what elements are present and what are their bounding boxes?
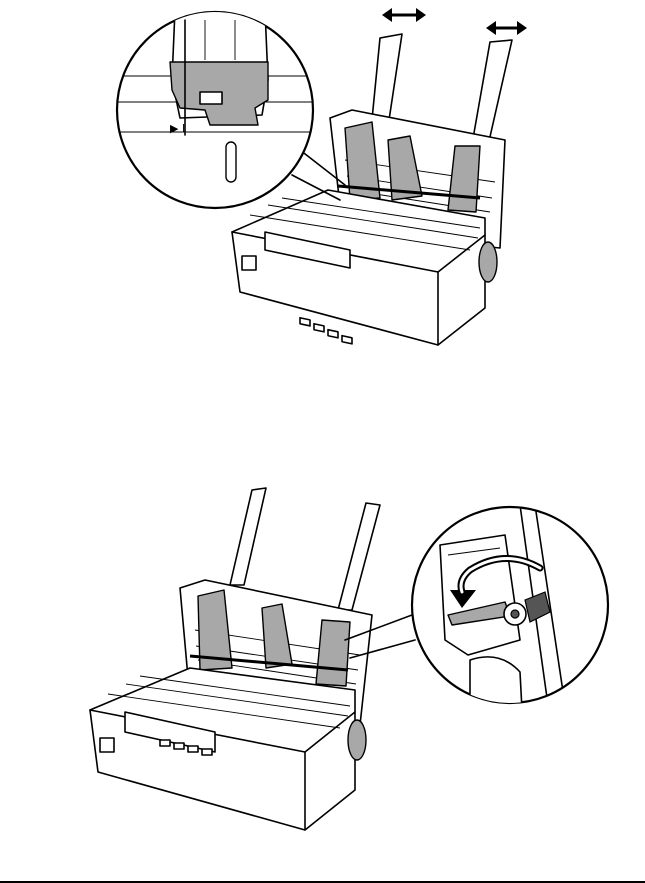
printer-body xyxy=(90,668,355,830)
magnified-lock-lever xyxy=(412,505,608,710)
right-edge-guide xyxy=(316,620,350,686)
magnified-edge-guide: ▶ I xyxy=(110,10,320,208)
right-paper-support xyxy=(338,503,380,610)
platen-knob xyxy=(348,720,366,760)
detail-marker: ▶ I xyxy=(170,122,185,135)
bottom-figure xyxy=(90,488,608,830)
power-indicator xyxy=(242,256,256,270)
double-arrow-icon xyxy=(382,8,426,22)
right-paper-support xyxy=(471,40,512,150)
printer-body xyxy=(232,190,485,345)
platen-knob xyxy=(479,242,497,282)
top-figure: ▶ I xyxy=(110,8,527,345)
left-paper-support xyxy=(230,488,266,585)
slot-mark xyxy=(226,142,236,182)
power-indicator xyxy=(100,738,114,752)
double-arrow-icon xyxy=(486,21,527,35)
